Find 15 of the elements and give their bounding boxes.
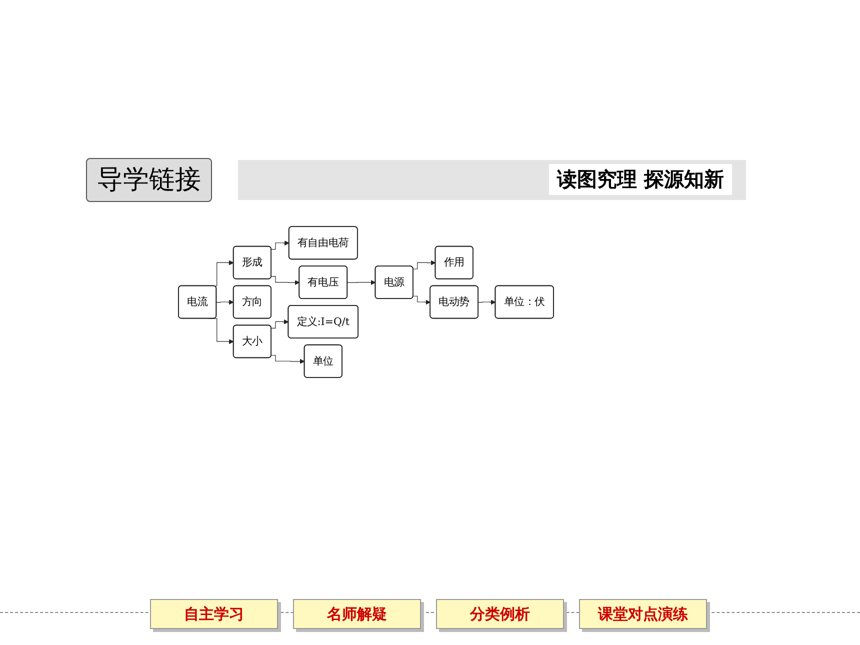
nav-button: 课堂对点演练 bbox=[579, 599, 707, 629]
nav-button: 分类例析 bbox=[436, 599, 564, 629]
arrow bbox=[271, 319, 289, 328]
nav-button: 自主学习 bbox=[150, 599, 278, 629]
arrow bbox=[271, 276, 300, 286]
arrow bbox=[271, 354, 305, 364]
arrow bbox=[478, 300, 496, 305]
banner-text: 读图究理 探源知新 bbox=[549, 164, 732, 195]
arrow bbox=[216, 300, 234, 305]
nav-button: 名师解疑 bbox=[293, 599, 421, 629]
arrow bbox=[347, 280, 376, 285]
arrow bbox=[412, 296, 431, 305]
section-title: 导学链接 bbox=[86, 158, 212, 202]
arrow bbox=[412, 260, 436, 270]
arrow bbox=[271, 240, 290, 250]
